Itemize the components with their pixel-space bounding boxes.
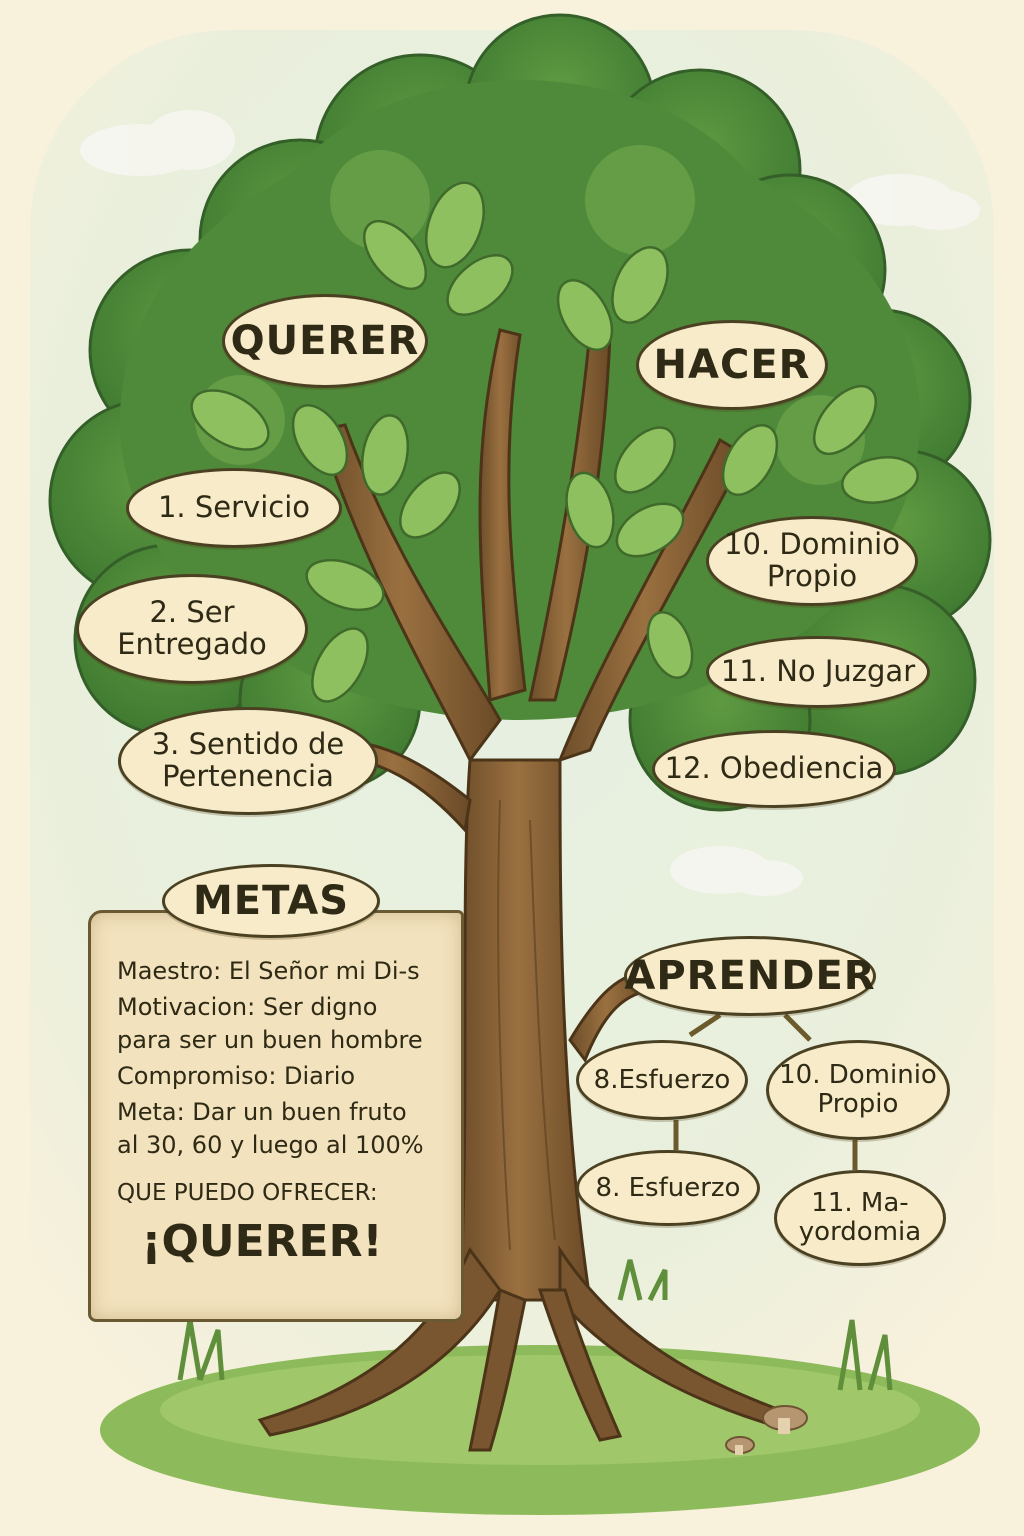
metas-maestro: Maestro: El Señor mi Di-s [117,957,420,985]
querer-item-label: 1. Servicio [157,490,311,525]
aprender-item-label: 11. Ma- yordomia [798,1188,922,1247]
aprender-item-label: 10. Dominio Propio [779,1060,937,1119]
aprender-item-esfuerzo-2: 8. Esfuerzo [576,1150,760,1226]
querer-item-sentido-de-pertenencia: 3. Sentido de Pertenencia [118,707,378,815]
hacer-item-no-juzgar: 11. No Juzgar [706,636,930,708]
hacer-item-label: 11. No Juzgar [720,654,916,689]
metas-meta: Meta: Dar un buen fruto al 30, 60 y lueg… [117,1098,424,1159]
cloud-icon [80,110,980,896]
querer-item-servicio: 1. Servicio [126,468,342,548]
metas-offer-label: QUE PUEDO OFRECER: [117,1180,378,1206]
querer-header: QUERER [222,294,428,388]
metas-compromiso: Compromiso: Diario [117,1062,356,1090]
mushroom-icon [725,1405,808,1455]
aprender-item-dominio-propio: 10. Dominio Propio [766,1040,950,1140]
aprender-header: APRENDER [624,936,876,1016]
aprender-connectors [673,1012,858,1170]
hacer-item-dominio-propio: 10. Dominio Propio [706,516,918,606]
querer-item-ser-entregado: 2. Ser Entregado [76,574,308,684]
aprender-item-esfuerzo: 8.Esfuerzo [576,1040,748,1120]
metas-offer-value: ¡QUERER! [141,1216,383,1267]
hacer-item-label: 10. Dominio Propio [724,527,900,593]
hacer-item-obediencia: 12. Obediencia [652,730,896,808]
leaf-icon [190,181,919,703]
metas-panel: Maestro: El Señor mi Di-s Motivacion: Se… [88,910,464,1322]
querer-item-label: 2. Ser Entregado [117,595,267,661]
hacer-item-label: 12. Obediencia [664,751,884,786]
metas-motivacion: Motivacion: Ser digno para ser un buen h… [117,993,423,1054]
aprender-item-label: 8.Esfuerzo [593,1064,731,1095]
querer-item-label: 3. Sentido de Pertenencia [151,727,345,793]
aprender-item-mayordomia: 11. Ma- yordomia [774,1170,946,1266]
aprender-item-label: 8. Esfuerzo [595,1172,741,1203]
metas-header: METAS [162,864,380,938]
hacer-header: HACER [636,320,828,410]
